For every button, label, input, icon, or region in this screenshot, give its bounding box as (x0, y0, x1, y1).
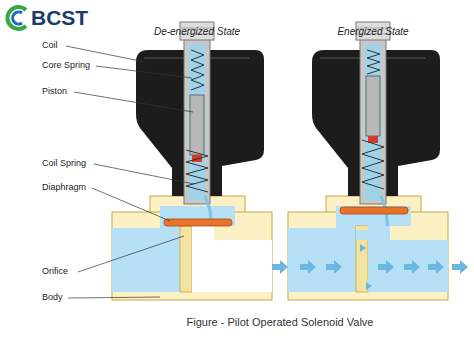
leader-lines (66, 46, 194, 298)
state-title: Energized State (337, 26, 408, 38)
logo-text: BCST (31, 5, 88, 30)
part-label: Coil Spring (42, 158, 86, 169)
valve-closed (112, 22, 272, 300)
part-label: Orifice (42, 266, 68, 277)
figure-caption: Figure - Pilot Operated Solenoid Valve (187, 316, 374, 329)
part-label: Coil (42, 40, 58, 51)
part-label: Piston (42, 86, 67, 97)
logo-icon (7, 7, 26, 29)
flow-arrows (272, 244, 468, 290)
part-label: Body (42, 292, 63, 303)
part-label: Core Spring (42, 60, 90, 71)
valve-open (288, 22, 448, 300)
state-title: De-energized State (154, 26, 240, 38)
part-label: Diaphragm (42, 182, 86, 193)
